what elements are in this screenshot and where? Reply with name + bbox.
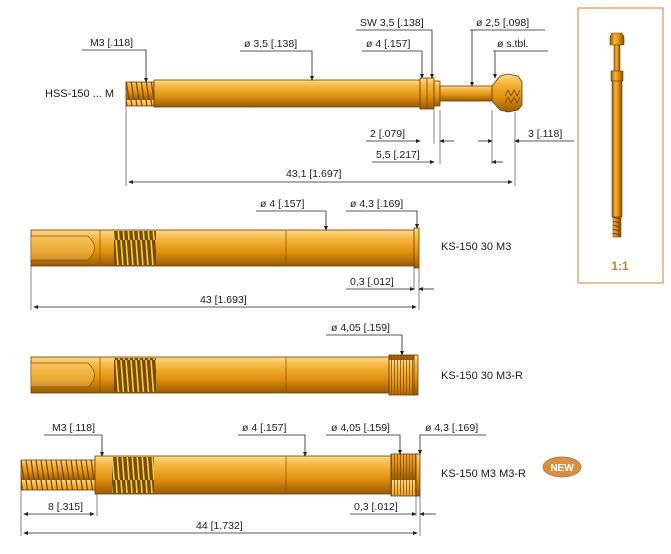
- ks2-inner-thread: [114, 358, 156, 392]
- ks-150-m3-m3-r-part: [20, 453, 421, 497]
- ks1-dim-d4: ø 4 [.157]: [260, 198, 304, 210]
- ks-150-30-m3-r-part: [30, 354, 419, 396]
- hss-label: HSS-150 ... M: [45, 88, 114, 100]
- ks2-knurl: [388, 354, 416, 396]
- scale-label: 1:1: [611, 259, 629, 273]
- hss-dim-2: 2 [.079]: [370, 128, 405, 140]
- ks2-label: KS-150 30 M3-R: [441, 370, 523, 382]
- ks3-label: KS-150 M3 M3-R: [441, 468, 526, 480]
- new-badge: NEW: [542, 456, 582, 478]
- ks3-dim-d4: ø 4 [.157]: [242, 422, 286, 434]
- ks2-dim-d405: ø 4,05 [.159]: [331, 322, 390, 334]
- hss-neck: [439, 85, 493, 102]
- vertical-probe: [609, 32, 625, 238]
- ks-150-30-m3-part: [30, 227, 420, 269]
- hss-dim-sw: SW 3,5 [.138]: [360, 17, 424, 29]
- ks3-dim-03: 0,3 [.012]: [354, 501, 398, 513]
- scale-box: 1:1: [577, 7, 664, 284]
- hss-dim-thread: M3 [.118]: [90, 37, 133, 49]
- ks1-label: KS-150 30 M3: [441, 241, 511, 253]
- hss-dim-d25: ø 2,5 [.098]: [476, 17, 529, 29]
- hss-150-part: [125, 73, 523, 113]
- new-badge-text: NEW: [550, 463, 574, 474]
- ks3-dim-d405: ø 4,05 [.159]: [331, 422, 390, 434]
- ks1-dim-03: 0,3 [.012]: [350, 276, 394, 288]
- hss-collar: [433, 80, 441, 107]
- ks3-inner-thread: [112, 457, 154, 493]
- hss-dim-3: 3 [.118]: [528, 128, 562, 140]
- ks1-dim-len: 43 [1.693]: [200, 294, 247, 306]
- hss-dim-len: 43,1 [1.697]: [286, 168, 342, 180]
- hss-dim-d35: ø 3,5 [.138]: [244, 38, 297, 50]
- hss-crown-head: [491, 73, 523, 113]
- ks3-dim-thread: M3 [.118]: [52, 422, 95, 434]
- ks3-dim-d43: ø 4,3 [.169]: [425, 422, 478, 434]
- ks3-knurl: [390, 453, 418, 497]
- ks1-inner-thread: [114, 231, 156, 265]
- hss-dim-55: 5,5 [.217]: [376, 149, 420, 161]
- hss-body: [153, 79, 421, 108]
- ks1-dim-d43: ø 4,3 [.169]: [350, 198, 403, 210]
- hss-dim-stbl: ø s.tbl.: [497, 38, 529, 50]
- hss-dim-d4: ø 4 [.157]: [366, 38, 410, 50]
- ks3-dim-len: 44 [1.732]: [196, 520, 243, 532]
- hss-thread: [125, 81, 155, 107]
- ks3-dim-8: 8 [.315]: [48, 501, 83, 513]
- ks1-tip: [413, 227, 420, 269]
- ks3-outer-thread: [20, 459, 98, 491]
